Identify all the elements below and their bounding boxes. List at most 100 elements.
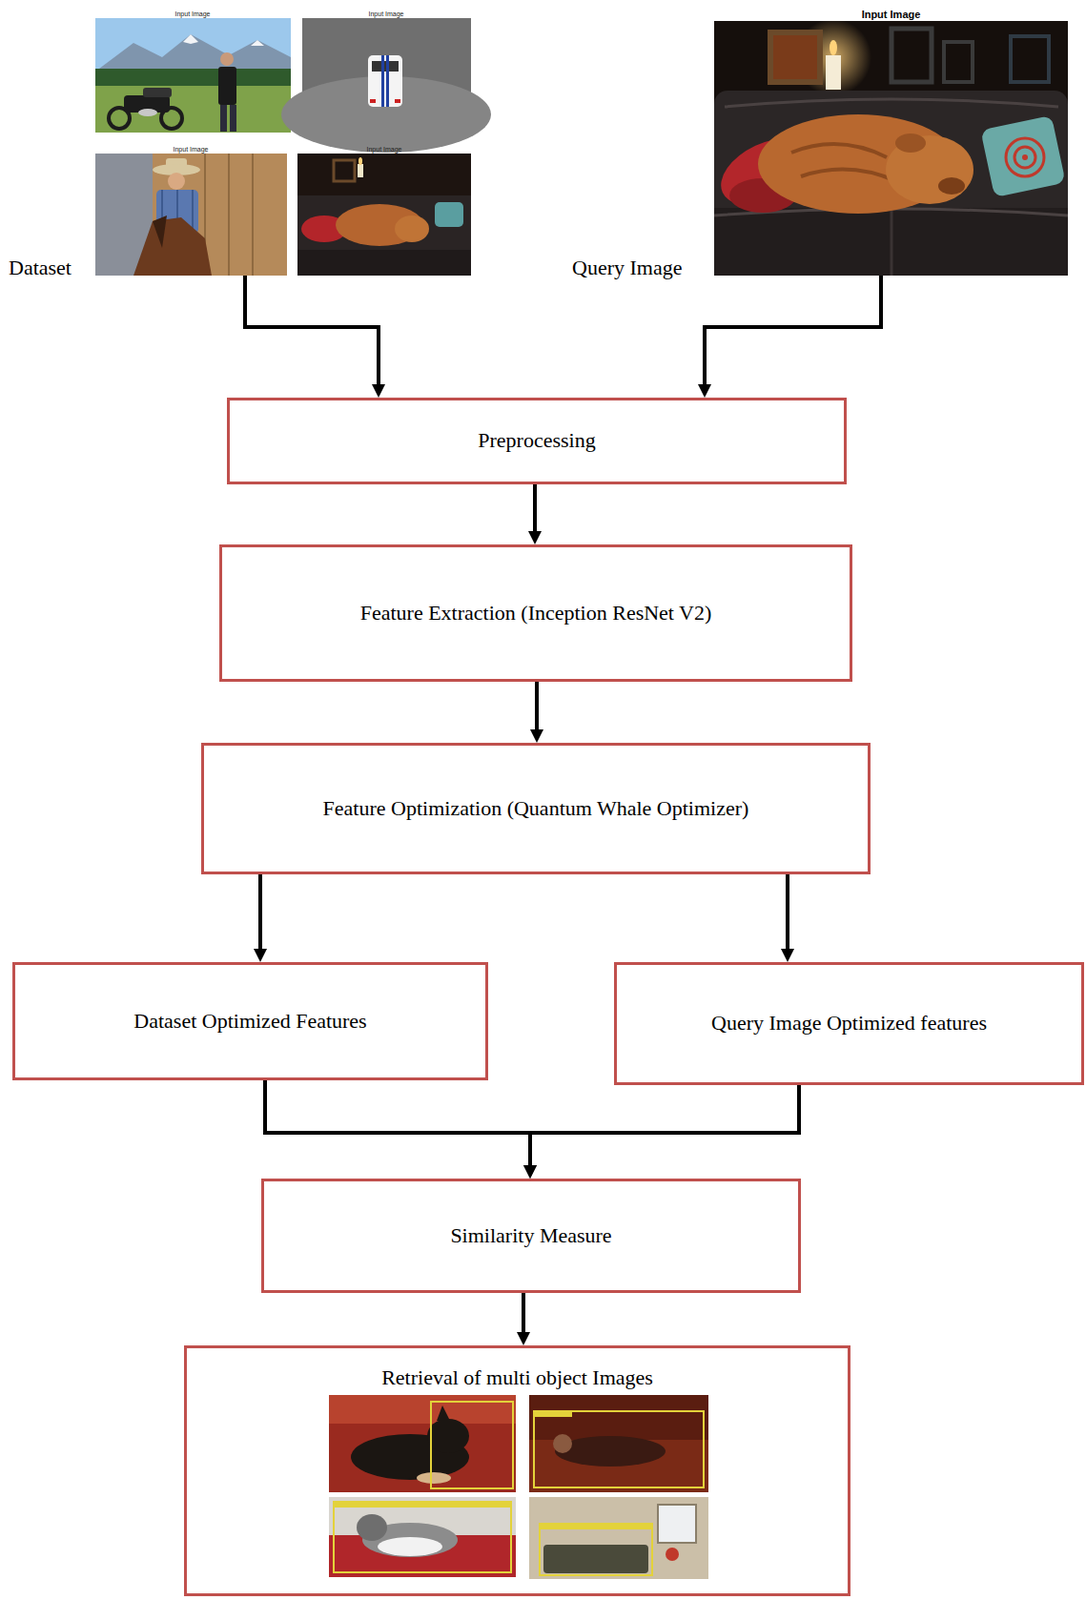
motorcycle-photo-part [250,40,265,46]
box-label: Retrieval of multi object Images [381,1365,654,1391]
dog-sofa-photo-part [394,215,430,243]
image-label: Dataset [8,255,72,281]
process-box: Dataset Optimized Features [12,962,489,1081]
dataset-images: Dataset [95,8,472,276]
process-box: Query Image Optimized features [614,962,1085,1086]
query-photo-part [980,115,1066,198]
thumbnail-title: Input Image [152,145,229,154]
query-photo-part [943,41,973,82]
motorcycle-photo-part [143,87,172,98]
flow-arrow [265,1080,531,1166]
result-photo-part [356,1514,388,1541]
motorcycle-photo-part [220,52,234,66]
cowboy-photo-part [133,217,212,276]
box-label: Feature Optimization (Quantum Whale Opti… [323,796,750,821]
result-photo-part [328,1394,516,1493]
query-photo-part [891,28,932,82]
result-photo-part [553,1434,573,1454]
result-photo [529,1496,709,1579]
result-photo-part [377,1536,443,1557]
result-photo [529,1394,709,1493]
box-label: Query Image Optimized features [711,1010,987,1036]
car-photo-part [381,55,385,107]
process-box: Feature Extraction (Inception ResNet V2) [219,544,853,682]
motorcycle-photo-part [95,85,291,133]
result-photo-part [539,1523,653,1530]
flow-arrow [534,681,539,730]
query-photo-part [791,143,887,158]
thumbnail-title: Input Image [346,145,423,154]
result-photo-part [328,1394,516,1424]
result-box: Retrieval of multi object Images [184,1345,851,1597]
car-photo-part [369,99,376,103]
result-photo-part [533,1411,573,1417]
result-photo-part [427,1418,470,1454]
cowboy-photo-part [227,153,230,276]
flow-arrow [258,874,263,949]
dog-sofa-photo-part [333,160,355,182]
query-photo-part [938,177,965,195]
query-photo-part [770,32,820,82]
result-photo-part [333,1501,512,1508]
query-photo-part [829,40,838,56]
result-photo-part [533,1411,704,1488]
flow-arrow [245,275,379,385]
query-photo-part [714,207,1068,276]
cowboy-photo [95,153,287,276]
result-photo-part [416,1472,451,1484]
result-photo-part [328,1496,516,1578]
process-box: Preprocessing [226,397,847,485]
query-photo-part [890,207,894,276]
box-label: Dataset Optimized Features [133,1008,367,1034]
car-photo-part [368,55,403,107]
motorcycle-photo-part [183,34,199,44]
motorcycle-photo-part [229,104,237,132]
cowboy-photo-part [152,215,167,248]
query-photo-part [714,20,1068,276]
query-photo-part [724,99,1059,107]
flow-arrow [532,484,537,532]
query-image: Input ImageQuery Image [714,8,1068,276]
motorcycle-photo-part [95,18,291,133]
box-label: Similarity Measure [450,1223,612,1249]
result-photo-part [543,1544,649,1574]
result-photo-part [436,1405,451,1421]
motorcycle-photo-part [95,68,291,86]
process-box: Feature Optimization (Quantum Whale Opti… [201,742,871,875]
result-photo [328,1394,516,1493]
result-photo-part [430,1401,513,1489]
query-photo-part [714,90,1068,276]
result-photo [328,1496,516,1578]
dog-sofa-photo-part [434,202,464,227]
result-photo-part [539,1523,653,1576]
thumbnail-title: Input Image [154,10,231,19]
result-photo-part [657,1504,697,1543]
dog-sofa-photo-part [297,195,472,276]
result-photo-part [529,1394,709,1493]
result-photo-part [529,1496,709,1579]
car-photo [281,18,492,153]
result-photo-part [333,1501,512,1573]
query-photo-part [1005,138,1045,177]
query-photo-part [1014,146,1036,168]
query-photo-part [825,55,841,90]
query-photo-part [1010,36,1049,82]
box-label: Preprocessing [477,428,595,453]
cowboy-photo-part [167,172,185,190]
car-photo-part [394,99,401,103]
dog-sofa-photo-part [297,153,472,276]
flow-arrow [704,275,882,385]
query-photo-part [895,133,926,153]
motorcycle-photo-part [138,108,158,117]
motorcycle-photo-part [220,104,227,132]
flow-arrow [530,1085,800,1166]
query-photo-part [800,169,897,182]
dog-sofa-photo-part [297,249,472,276]
query-photo [710,19,1068,276]
box-label: Feature Extraction (Inception ResNet V2) [360,600,713,626]
car-photo-part [386,55,390,107]
result-photo-part [665,1547,679,1561]
motorcycle-photo-part [218,66,237,105]
thumbnail-title: Input Image [348,10,425,19]
